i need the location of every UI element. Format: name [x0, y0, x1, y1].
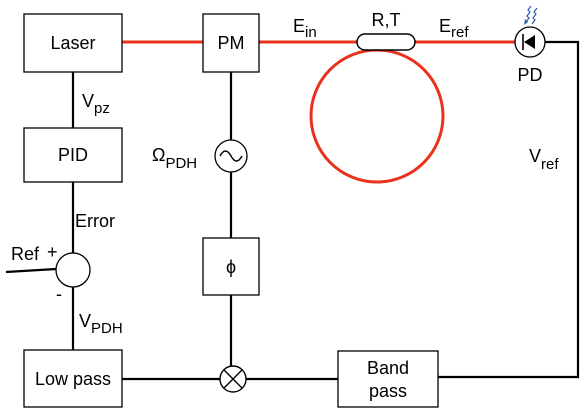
- mixer-icon: [219, 365, 247, 393]
- coupler: [356, 33, 416, 51]
- sine-source-icon: [214, 139, 248, 173]
- pid-label: PID: [58, 145, 88, 165]
- rt-label: R,T: [372, 10, 401, 30]
- ring-resonator: [309, 48, 445, 184]
- plus-sign: +: [47, 242, 58, 262]
- wire-bandpass-pd: [438, 40, 580, 379]
- e-ref-label: Eref: [439, 16, 469, 41]
- band-pass-block: Band pass: [337, 350, 439, 408]
- low-pass-label: Low pass: [35, 369, 111, 389]
- pid-block: PID: [23, 127, 123, 183]
- v-ref-label: Vref: [529, 146, 559, 173]
- error-label: Error: [75, 211, 115, 231]
- laser-block: Laser: [23, 13, 123, 73]
- laser-label: Laser: [50, 33, 95, 53]
- ref-label: Ref: [11, 244, 40, 264]
- pm-label: PM: [218, 33, 245, 53]
- minus-sign: -: [56, 284, 62, 304]
- band-pass-label-line2: pass: [369, 381, 407, 401]
- pd-label: PD: [517, 65, 542, 85]
- pm-block: PM: [202, 13, 260, 73]
- omega-pdh-label: ΩPDH: [152, 145, 197, 172]
- low-pass-block: Low pass: [23, 349, 123, 408]
- photodiode-icon: [514, 26, 546, 58]
- band-pass-label-line1: Band: [367, 358, 409, 378]
- wire-ref-sum: [5, 267, 57, 274]
- v-pz-label: Vpz: [82, 91, 110, 117]
- incident-light-icon: [524, 5, 538, 25]
- phase-shifter-label: ϕ: [226, 257, 236, 277]
- v-pdh-label: VPDH: [79, 311, 123, 337]
- e-in-label: Ein: [293, 16, 317, 41]
- phase-shifter-block: ϕ: [202, 237, 260, 296]
- summing-junction-icon: [55, 252, 91, 288]
